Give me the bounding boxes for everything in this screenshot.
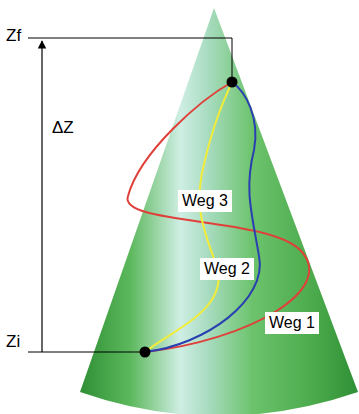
- path-label: Weg 3: [182, 191, 228, 211]
- axis-label: Zf: [6, 26, 21, 46]
- level-line: [232, 38, 233, 82]
- path-label: Weg 2: [204, 259, 250, 279]
- start-point: [140, 347, 151, 358]
- height-arrow: [41, 41, 42, 352]
- cone: [80, 8, 358, 414]
- path-blue: [145, 82, 260, 352]
- level-line: [28, 352, 145, 353]
- end-point: [227, 77, 238, 88]
- path-label-box: Weg 2: [200, 258, 254, 280]
- path-yellow: [145, 82, 232, 352]
- axis-label: Zi: [6, 332, 20, 352]
- level-line: [28, 38, 232, 39]
- path-label-box: Weg 1: [265, 312, 319, 334]
- path-label-box: Weg 3: [178, 190, 232, 212]
- path-label: Weg 1: [269, 313, 315, 333]
- axis-label: ΔZ: [52, 118, 74, 138]
